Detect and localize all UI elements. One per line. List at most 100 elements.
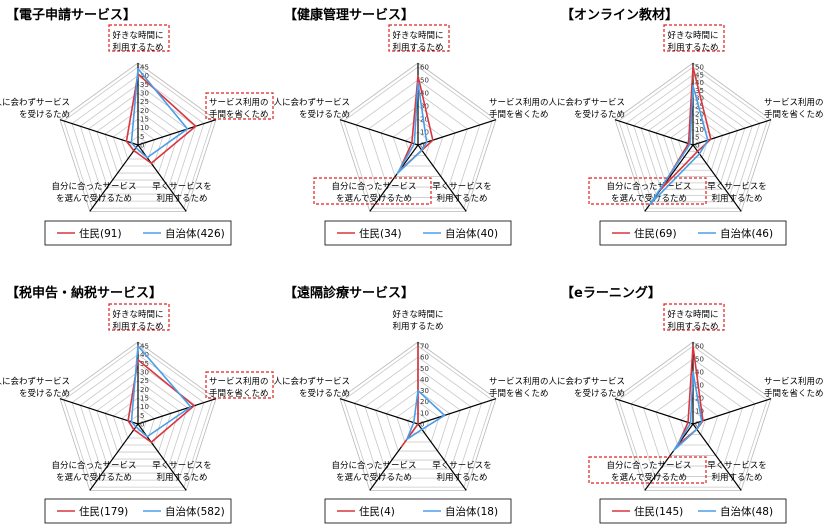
axis-label: サービス利用の [764, 376, 824, 387]
grid-ring [618, 66, 768, 209]
scale-tick-label: 40 [695, 79, 704, 87]
axis-spoke [692, 119, 772, 146]
radar-panel: 【電子申請サービス】051015202530354045好きな時間に利用するため… [0, 7, 274, 246]
scale-tick-label: 70 [420, 343, 429, 351]
grid-ring [88, 371, 188, 467]
axis-spoke [417, 423, 467, 491]
scale-tick-label: 20 [140, 386, 149, 394]
grid-ring [685, 136, 701, 152]
axis-label: 好きな時間に [112, 309, 163, 320]
scale-tick-label: 40 [420, 90, 429, 98]
axis-label: 手間を省くため [764, 388, 824, 399]
radar-panel: 【遠隔診療サービス】010203040506070好きな時間に利用するためサービ… [273, 285, 549, 524]
axis-label: 利用するため [112, 42, 163, 53]
axis-label: 人に会わずサービス [548, 376, 625, 387]
grid-ring [96, 101, 180, 181]
grid-ring [380, 105, 456, 177]
highlight-box [313, 177, 432, 205]
series-line [130, 67, 189, 159]
scale-tick-label: 0 [695, 421, 699, 429]
scale-tick-label: 40 [140, 351, 149, 359]
axis-spoke [417, 119, 497, 146]
grid-ring [406, 412, 430, 434]
axis-label: サービス利用の [489, 376, 549, 387]
grid-ring [96, 380, 180, 460]
chart-title: 【オンライン教材】 [561, 7, 678, 23]
grid-ring [121, 406, 155, 439]
axis-label: サービス利用の [209, 376, 269, 387]
highlight-box [108, 24, 170, 52]
axis-label: を選んで受けるため [336, 193, 412, 204]
highlight-box [205, 371, 274, 399]
scale-tick-label: 30 [695, 95, 704, 103]
axis-label: 手間を省くため [209, 388, 269, 399]
series-line [125, 73, 197, 165]
legend-label: 住民(145) [634, 505, 683, 518]
axis-label: を選んで受けるため [611, 472, 687, 483]
scale-tick-label: 15 [140, 395, 149, 403]
axis-label: 好きな時間に [667, 30, 718, 41]
grid-ring [71, 75, 205, 202]
outer-pentagon [614, 341, 772, 491]
scale-tick-label: 20 [695, 110, 704, 118]
axis-label: を選んで受けるため [336, 472, 412, 483]
axis-label: を受けるため [574, 388, 625, 399]
axis-spoke [644, 423, 694, 491]
axis-spoke [417, 398, 497, 425]
axis-label: を受けるため [19, 109, 70, 120]
legend-label: 自治体(46) [720, 227, 773, 240]
axis-label: 手間を省くため [209, 109, 269, 120]
axis-label: を選んで受けるため [56, 193, 132, 204]
grid-ring [79, 83, 197, 195]
highlight-box [663, 24, 725, 52]
scale-tick-label: 40 [695, 369, 704, 377]
outer-pentagon [339, 62, 497, 212]
grid-ring [121, 127, 155, 160]
scale-tick-label: 15 [695, 118, 704, 126]
grid-ring [670, 121, 716, 165]
axis-spoke [59, 119, 139, 146]
scale-tick-label: 50 [420, 365, 429, 373]
axis-label: 利用するため [711, 193, 762, 204]
axis-label: を選んで受けるため [611, 193, 687, 204]
axis-spoke [614, 119, 694, 146]
highlight-box [388, 24, 450, 52]
grid-ring [640, 89, 746, 190]
axis-label: を受けるため [574, 109, 625, 120]
grid-ring [655, 105, 731, 177]
outer-pentagon [59, 62, 217, 212]
axis-spoke [614, 398, 694, 425]
scale-tick-label: 60 [420, 354, 429, 362]
axis-spoke [692, 398, 772, 425]
axis-spoke [417, 144, 467, 212]
grid-ring [667, 397, 719, 446]
scale-tick-label: 40 [420, 376, 429, 384]
axis-spoke [137, 119, 217, 146]
axis-spoke [89, 144, 139, 212]
axis-label: を受けるため [299, 109, 350, 120]
axis-label: 利用するため [436, 472, 487, 483]
axis-spoke [339, 119, 419, 146]
legend-label: 自治体(582) [165, 505, 225, 518]
grid-ring [63, 66, 213, 209]
scale-tick-label: 20 [420, 398, 429, 406]
chart-title: 【健康管理サービス】 [284, 7, 414, 23]
chart-title: 【電子申請サービス】 [6, 7, 136, 23]
grid-ring [368, 92, 468, 188]
axis-label: 自分に合ったサービス [51, 181, 136, 192]
axis-label: 早くサービスを [707, 182, 767, 192]
scale-tick-label: 0 [420, 142, 424, 150]
axis-spoke [89, 423, 139, 491]
series-line [396, 81, 428, 175]
legend-label: 住民(4) [359, 505, 395, 518]
grid-ring [618, 345, 768, 488]
axis-spoke [137, 398, 217, 425]
grid-ring [633, 82, 753, 196]
scale-tick-label: 50 [420, 77, 429, 85]
axis-spoke [692, 423, 742, 491]
grid-ring [353, 356, 483, 479]
axis-label: 利用するため [436, 193, 487, 204]
legend-box [44, 498, 232, 524]
scale-tick-label: 10 [140, 403, 149, 411]
scale-tick-label: 30 [695, 382, 704, 390]
